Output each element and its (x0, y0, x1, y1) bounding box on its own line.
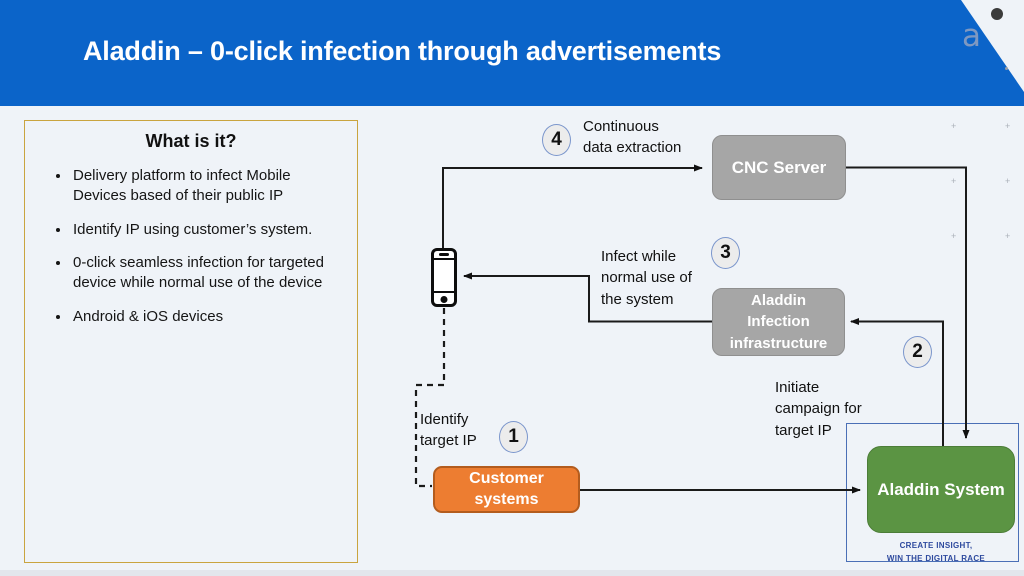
aladdin-system-node: Aladdin System (867, 446, 1015, 533)
arrow-phone-to-cnc (442, 164, 703, 249)
panel-title: What is it? (145, 131, 237, 151)
dashed-line-phone-to-customer (414, 308, 446, 488)
panel-bullet-list: Delivery platform to infect Mobile Devic… (25, 166, 357, 327)
corner-speck (1005, 67, 1008, 70)
company-tagline: CREATE INSIGHT, WIN THE DIGITAL RACE (886, 541, 986, 564)
slide-title: Aladdin – 0-click infection through adve… (83, 36, 722, 66)
step-circle-4: 4 (542, 124, 571, 156)
infection-infrastructure-node: Aladdin Infection infrastructure (712, 288, 845, 356)
grid-plus-mark: + (951, 176, 957, 186)
label-identify-target-ip: Identify target IP (420, 411, 477, 450)
mobile-phone-icon (431, 248, 457, 307)
grid-plus-mark: + (951, 231, 957, 241)
bullet-item: Delivery platform to infect Mobile Devic… (71, 166, 347, 206)
arrow-aladdin-to-infection (850, 318, 944, 446)
grid-plus-mark: + (951, 121, 957, 131)
step-circle-1: 1 (499, 421, 528, 453)
corner-dot-icon (991, 8, 1003, 20)
what-is-it-panel: What is it? Delivery platform to infect … (24, 120, 358, 563)
label-infect-while-normal-use: Infect while normal use of the system (601, 248, 692, 308)
aladdin-system-frame (846, 423, 1019, 562)
cnc-server-node: CNC Server (712, 135, 846, 200)
phone-speaker (439, 253, 449, 256)
bullet-item: Android & iOS devices (71, 307, 347, 327)
label-continuous-data-extraction: Continuous data extraction (583, 118, 682, 157)
grid-plus-mark: + (1005, 231, 1011, 241)
corner-logo-glyph: a (962, 18, 981, 54)
step-circle-2: 2 (903, 336, 932, 368)
header-banner: Aladdin – 0-click infection through adve… (0, 0, 1024, 106)
grid-plus-mark: + (1005, 121, 1011, 131)
slide-bottom-edge (0, 570, 1024, 576)
bullet-item: 0-click seamless infection for targeted … (71, 253, 347, 293)
arrow-infection-to-phone (463, 272, 712, 323)
label-initiate-campaign: Initiate campaign for target IP (775, 379, 862, 439)
customer-systems-node: Customer systems (433, 466, 580, 513)
phone-home-button (440, 295, 448, 303)
step-circle-3: 3 (711, 237, 740, 269)
arrow-cnc-to-aladdin (846, 166, 970, 439)
phone-screen (434, 258, 454, 293)
bullet-item: Identify IP using customer’s system. (71, 220, 347, 240)
grid-plus-mark: + (1005, 176, 1011, 186)
